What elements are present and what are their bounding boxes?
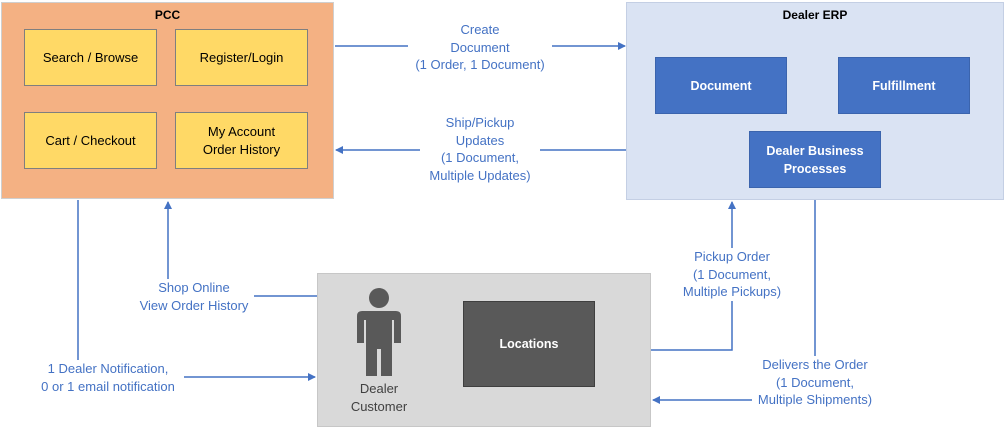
my-account-box: My Account Order History — [175, 112, 308, 169]
ship-pickup-updates-label: Ship/Pickup Updates (1 Document, Multipl… — [420, 114, 540, 184]
person-icon — [352, 287, 406, 379]
search-browse-box: Search / Browse — [24, 29, 157, 86]
fulfillment-box: Fulfillment — [838, 57, 970, 114]
pickup-order-label: Pickup Order (1 Document, Multiple Picku… — [675, 248, 789, 301]
cart-checkout-box: Cart / Checkout — [24, 112, 157, 169]
delivers-order-label: Delivers the Order (1 Document, Multiple… — [752, 356, 878, 409]
create-document-label: Create Document (1 Order, 1 Document) — [408, 21, 552, 74]
document-box: Document — [655, 57, 787, 114]
dealer-notification-label: 1 Dealer Notification, 0 or 1 email noti… — [32, 360, 184, 395]
register-login-box: Register/Login — [175, 29, 308, 86]
dealer-business-processes-box: Dealer Business Processes — [749, 131, 881, 188]
shop-online-label: Shop Online View Order History — [134, 279, 254, 314]
locations-box: Locations — [463, 301, 595, 387]
dealer-erp-title: Dealer ERP — [782, 8, 848, 22]
dealer-customer-label: Dealer Customer — [350, 381, 408, 414]
pcc-title: PCC — [154, 8, 181, 22]
